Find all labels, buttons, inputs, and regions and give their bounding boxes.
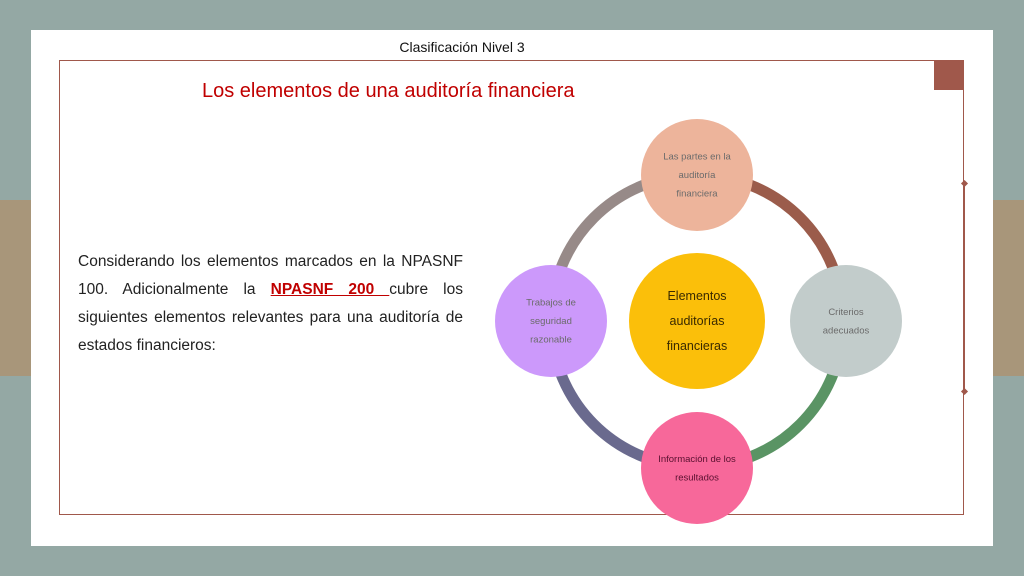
- node-label-line: auditoría: [679, 170, 717, 181]
- center-label-line: Elementos: [667, 289, 726, 303]
- center-circle: [629, 253, 765, 389]
- node-label-line: resultados: [675, 472, 719, 483]
- body-intro: Considerando los elementos marcados en l…: [78, 253, 463, 298]
- node-label-line: Trabajos de: [526, 298, 576, 309]
- node-label-trabajos: Trabajos de seguridad razonable: [526, 298, 576, 346]
- node-layer: Las partes en la auditoría financieraCrite…: [495, 119, 902, 524]
- node-label-informacion: Información de los resultados: [658, 454, 736, 484]
- node-label-line: adecuados: [823, 325, 870, 336]
- node-label-line: Información de los: [658, 454, 736, 465]
- node-circle-partes: [641, 119, 753, 231]
- node-label-line: Criterios: [828, 307, 864, 318]
- npasnf-200-link[interactable]: NPASNF 200: [270, 281, 390, 298]
- left-accent-band: [0, 200, 32, 376]
- center-label: Elementos auditorías financieras: [667, 289, 727, 353]
- center-label-line: financieras: [667, 339, 727, 353]
- node-circle-trabajos: [495, 265, 607, 377]
- node-informacion: Información de los resultados: [641, 412, 753, 524]
- node-circle-criterios: [790, 265, 902, 377]
- node-label-line: seguridad: [530, 316, 572, 327]
- center-layer: Elementos auditorías financieras: [629, 253, 765, 389]
- center-label-line: auditorías: [670, 314, 725, 328]
- right-accent-line: [964, 184, 965, 392]
- node-label-criterios: Criterios adecuados: [823, 307, 870, 337]
- node-label-line: Las partes en la: [663, 152, 731, 163]
- body-paragraph: Considerando los elementos marcados en l…: [78, 248, 463, 360]
- node-circle-informacion: [641, 412, 753, 524]
- node-label-partes: Las partes en la auditoría financiera: [663, 152, 731, 200]
- node-label-line: financiera: [676, 189, 718, 200]
- classification-label: Clasificación Nivel 3: [399, 39, 525, 55]
- node-label-line: razonable: [530, 335, 572, 346]
- slide-title: Los elementos de una auditoría financier…: [202, 80, 575, 102]
- node-criterios: Criterios adecuados: [790, 265, 902, 377]
- content-frame: [59, 60, 964, 515]
- corner-accent-square: [934, 60, 964, 90]
- node-partes: Las partes en la auditoría financiera: [641, 119, 753, 231]
- node-trabajos: Trabajos de seguridad razonable: [495, 265, 607, 377]
- body-outro: cubre los siguientes elementos relevante…: [78, 281, 463, 354]
